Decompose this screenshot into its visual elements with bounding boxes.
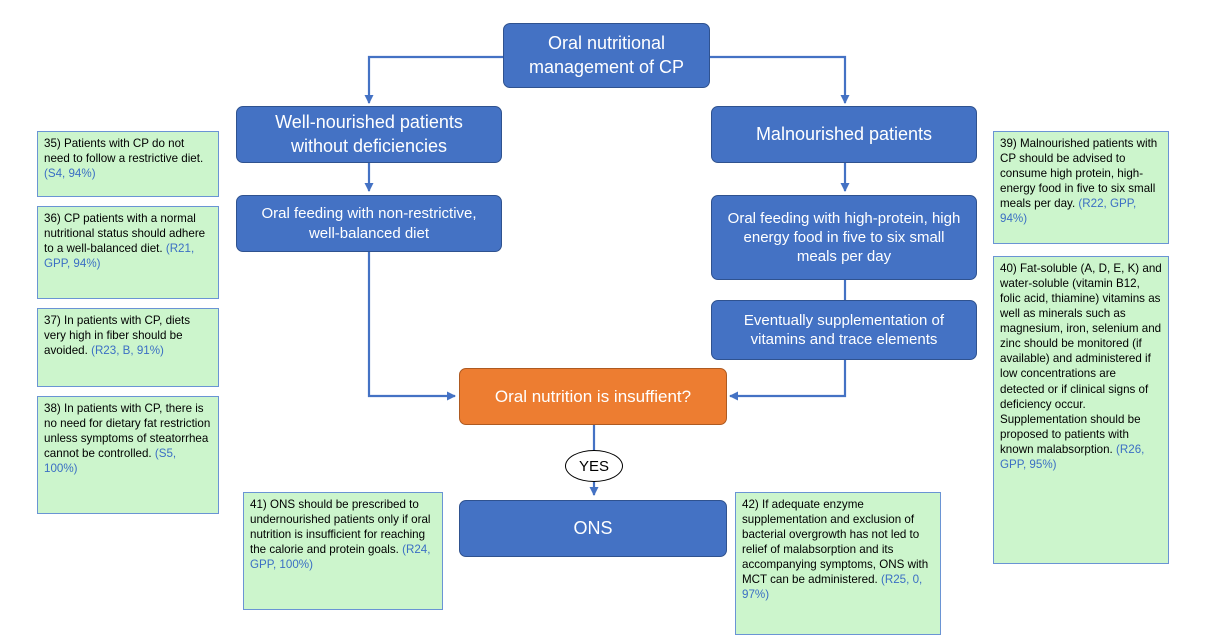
note-41-ref: (R24, GPP, 100%): [250, 543, 431, 572]
malnourished-box: Malnourished patients: [711, 106, 977, 163]
insufficient-label: Oral nutrition is insuffient?: [494, 386, 692, 406]
oral-feeding-nonrestrictive-box: Oral feeding with non-restrictive, well-…: [236, 195, 502, 252]
note-42: 42) If adequate enzyme supplementation a…: [735, 492, 941, 635]
oral-feeding-high-protein-box: Oral feeding with high-protein, high ene…: [711, 195, 977, 280]
note-36: 36) CP patients with a normal nutritiona…: [37, 206, 219, 299]
root-label: Oral nutritional management of CP: [528, 33, 685, 77]
note-39-ref: (R22, GPP, 94%): [1000, 197, 1137, 226]
arrow-right-to-insufficient: [729, 360, 847, 401]
ons-box: ONS: [459, 500, 727, 557]
oral-feeding-nonrestrictive-label: Oral feeding with non-restrictive, well-…: [261, 205, 477, 242]
note-40: 40) Fat-soluble (A, D, E, K) and water-s…: [993, 256, 1169, 564]
supplementation-box: Eventually supplementation of vitamins a…: [711, 300, 977, 360]
note-40-ref: (R26, GPP, 95%): [1000, 442, 1145, 471]
malnourished-label: Malnourished patients: [755, 123, 933, 144]
note-39: 39) Malnourished patients with CP should…: [993, 131, 1169, 244]
note-35: 35) Patients with CP do not need to foll…: [37, 131, 219, 197]
yes-label: YES: [565, 450, 623, 482]
note-41: 41) ONS should be prescribed to undernou…: [243, 492, 443, 610]
note-38: 38) In patients with CP, there is no nee…: [37, 396, 219, 514]
arrow-root-to-malnourished: [710, 55, 850, 104]
note-37: 37) In patients with CP, diets very high…: [37, 308, 219, 387]
ons-label: ONS: [573, 517, 613, 538]
oral-feeding-high-protein-label: Oral feeding with high-protein, high ene…: [727, 209, 961, 266]
arrow-root-to-well-nourished: [364, 55, 503, 104]
well-nourished-label: Well-nourished patients without deficien…: [275, 112, 463, 156]
arrow-left-to-insufficient: [367, 252, 456, 401]
insufficient-decision-box: Oral nutrition is insuffient?: [459, 368, 727, 425]
well-nourished-box: Well-nourished patients without deficien…: [236, 106, 502, 163]
note-36-ref: (R21, GPP, 94%): [44, 242, 195, 271]
root-box: Oral nutritional management of CP: [503, 23, 710, 88]
supplementation-label: Eventually supplementation of vitamins a…: [743, 311, 945, 348]
note-37-ref: (R23, B, 91%): [91, 344, 164, 358]
note-35-ref: (S4, 94%): [44, 167, 96, 181]
note-38-ref: (S5, 100%): [44, 447, 177, 476]
note-42-ref: (R25, 0, 97%): [742, 573, 923, 602]
